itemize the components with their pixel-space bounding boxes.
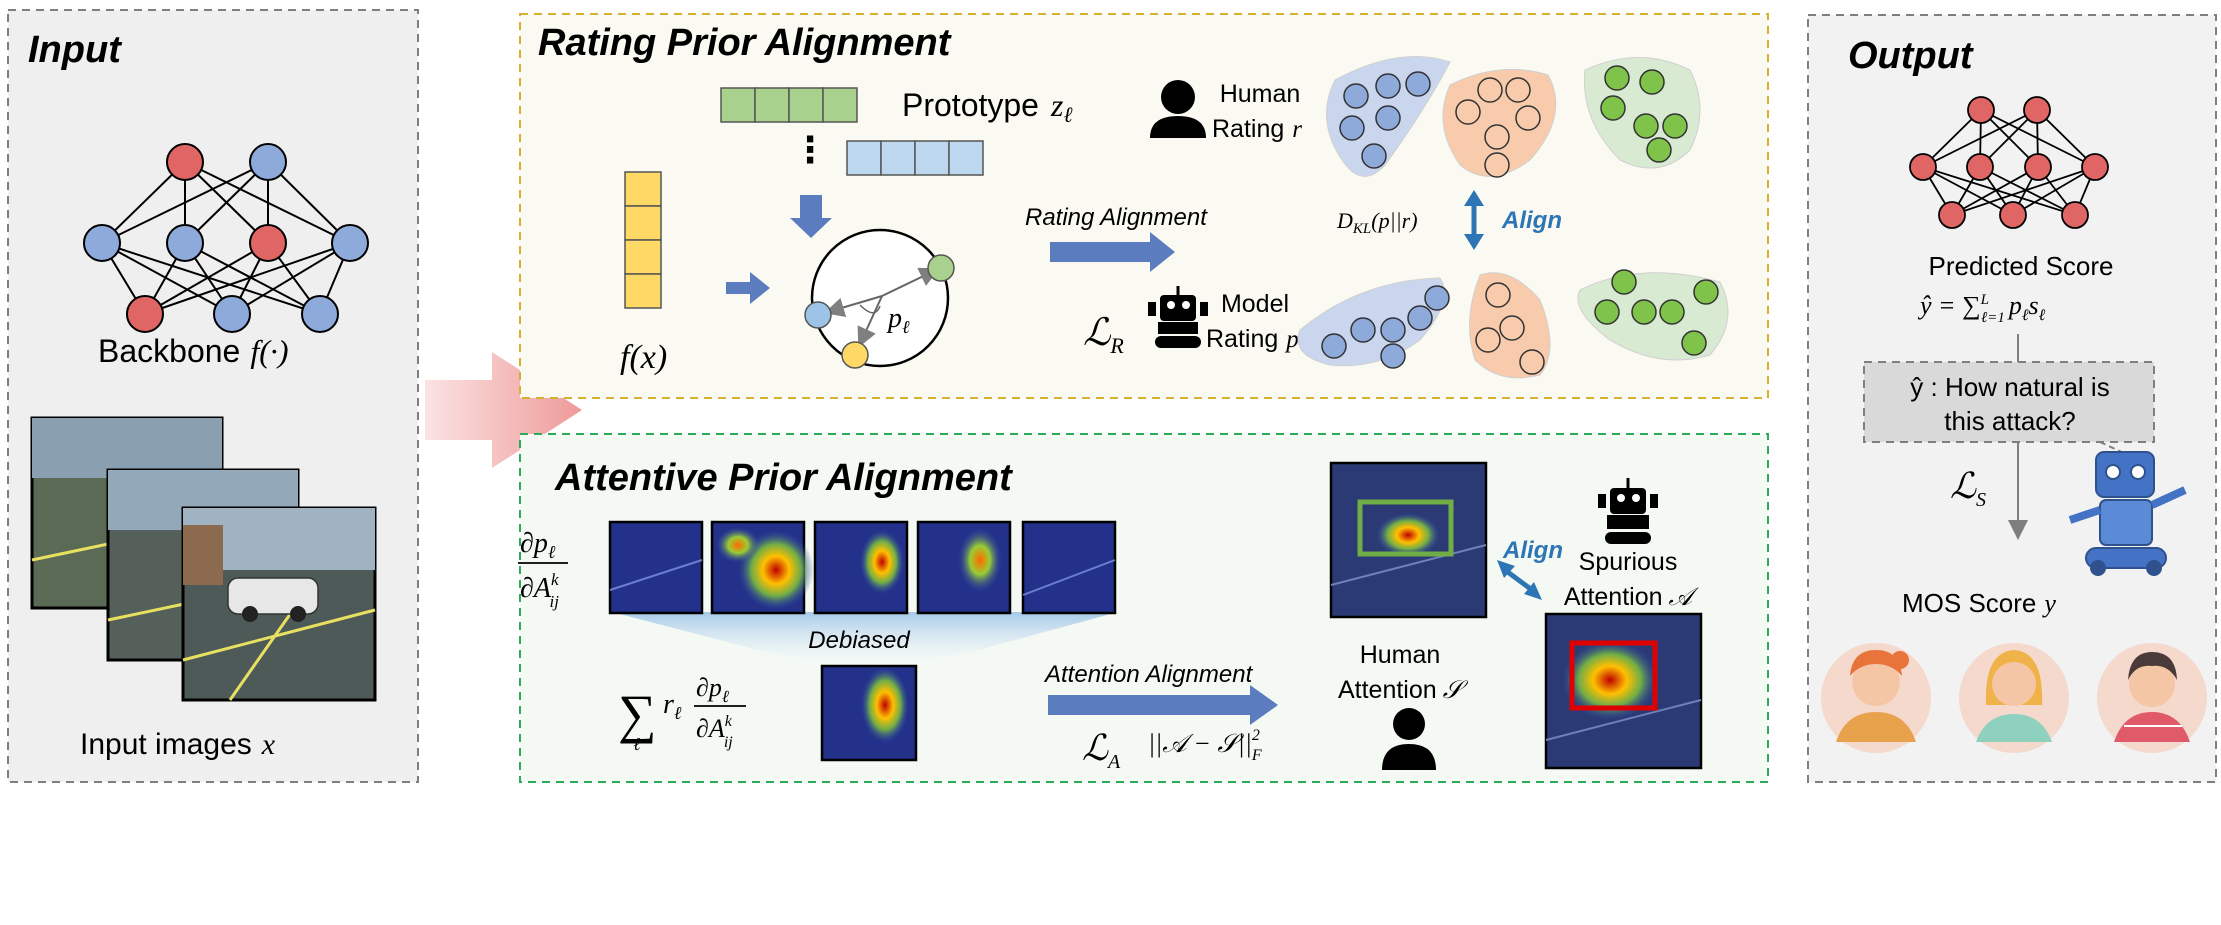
debias-funnel (612, 612, 1118, 667)
question-box (1863, 361, 2155, 443)
backbone-network (83, 143, 369, 333)
blue-robot-icon (2068, 451, 2187, 576)
avatar-1 (1821, 643, 1931, 753)
ellipsis-dots: ⋮ (792, 129, 828, 170)
gradient-heatmap-row (608, 520, 1117, 615)
attention-align-arrow (1497, 560, 1542, 600)
prototype-vector-blue (846, 140, 984, 176)
question-line2: this attack? (1944, 406, 2076, 436)
question-line1: ŷ : How natural is (1910, 372, 2109, 402)
debiased-label: Debiased (808, 627, 910, 654)
human-rating-line1: Human (1220, 80, 1301, 108)
svg-text:rℓ: rℓ (663, 689, 682, 723)
loss-a: ℒA (1082, 728, 1121, 773)
human-attention-line1: Human (1360, 641, 1441, 669)
output-network (1909, 96, 2109, 229)
input-title: Input (28, 29, 122, 71)
debiased-heatmap (820, 664, 918, 762)
align-label-attention: Align (1502, 537, 1563, 564)
avatar-3 (2097, 643, 2207, 753)
p-ell-label: pℓ (886, 303, 910, 337)
attention-alignment-label: Attention Alignment (1043, 661, 1254, 688)
down-arrow (790, 195, 832, 238)
human-rating-cluster-orange (1442, 68, 1557, 178)
dkl-formula: DKL(p||r) (1336, 208, 1418, 237)
heatmap-1 (608, 520, 704, 615)
spurious-attention-map (1544, 612, 1703, 770)
heatmap-3 (813, 520, 909, 615)
avatar-2 (1959, 643, 2069, 753)
rating-alignment-arrow (1050, 232, 1175, 272)
heatmap-5 (1021, 520, 1117, 615)
rating-alignment-label: Rating Alignment (1025, 204, 1208, 231)
robot-icon (1148, 286, 1208, 348)
align-label-rating: Align (1501, 207, 1562, 234)
predicted-score-label: Predicted Score (1929, 251, 2114, 281)
model-rating-cluster-green (1577, 269, 1729, 361)
heatmap-2 (710, 520, 814, 615)
right-arrow (726, 272, 770, 304)
loss-s: ℒS (1950, 466, 1986, 511)
svg-text:∂pℓ: ∂pℓ (520, 528, 556, 562)
align-double-arrow (1464, 190, 1484, 250)
svg-text:ℓ: ℓ (633, 734, 641, 754)
prototype-vector-green (720, 87, 858, 123)
model-rating-line1: Model (1221, 290, 1289, 318)
svg-text:∑: ∑ (618, 684, 657, 744)
output-title: Output (1848, 35, 1974, 77)
heatmap-4 (916, 520, 1012, 615)
model-rating-cluster-orange (1469, 272, 1551, 379)
rating-panel-frame (519, 13, 1769, 399)
feature-vector (624, 171, 662, 309)
attentive-title: Attentive Prior Alignment (554, 457, 1013, 499)
svg-text:∂pℓ: ∂pℓ (696, 673, 729, 706)
input-image-stack (30, 416, 377, 702)
human-attention-icon (1382, 708, 1436, 770)
loss-r: ℒR (1083, 312, 1124, 358)
prototype-sphere (804, 228, 955, 369)
human-rating-cluster-green (1583, 57, 1701, 169)
spurious-line1: Spurious (1579, 548, 1678, 576)
flow-arrow (425, 352, 582, 468)
human-icon (1150, 80, 1206, 138)
feature-label: f(x) (620, 339, 667, 376)
attention-alignment-arrow (1048, 685, 1278, 725)
human-rating-cluster-blue (1326, 55, 1451, 177)
car-icon (227, 577, 319, 615)
spurious-robot-icon (1598, 478, 1658, 544)
model-rating-cluster-blue (1297, 277, 1450, 369)
human-attention-map (1329, 461, 1488, 619)
rating-title: Rating Prior Alignment (538, 22, 952, 64)
